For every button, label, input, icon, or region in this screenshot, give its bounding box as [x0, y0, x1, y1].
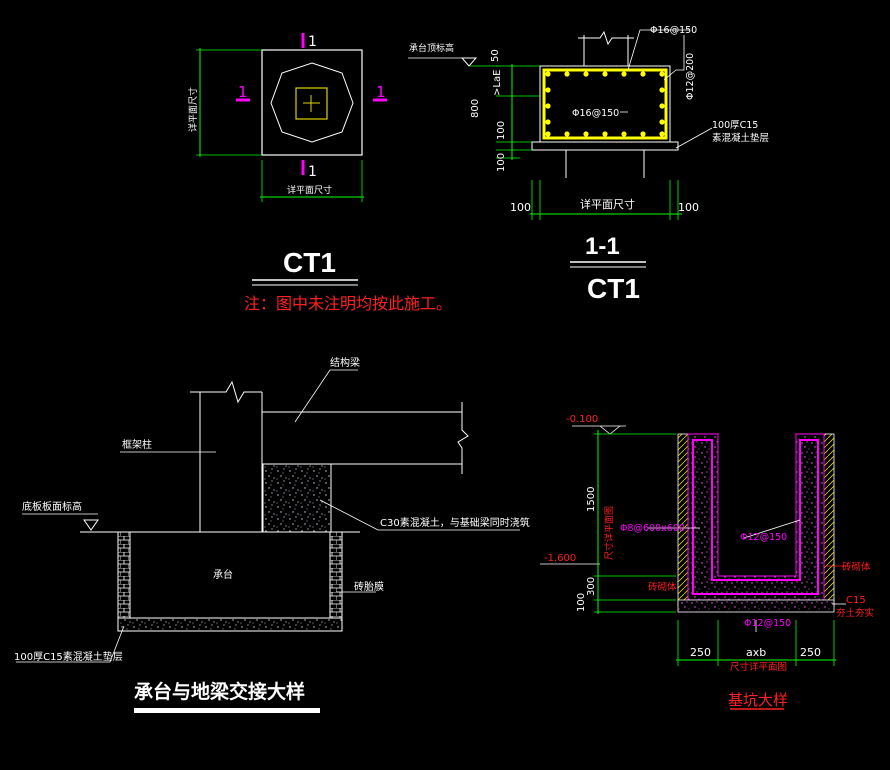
pit-dim-plan-h: 尺寸详平面图: [730, 661, 787, 673]
section-dim-right: 100: [678, 201, 699, 214]
brick-mould-label: 砖胎膜: [354, 580, 384, 593]
plan-dim-vertical: 详平面尺寸: [187, 87, 199, 132]
pit-dim-300: 300: [586, 577, 597, 596]
rebar-dot: [545, 87, 551, 93]
rebar-top-label: Φ16@150: [650, 25, 697, 36]
plan-dim-horizontal: 详平面尺寸: [287, 184, 332, 196]
section-dim-100b: 100: [496, 153, 507, 172]
pit-rebar-bottom: Φ12@150: [744, 618, 791, 629]
section-mark-left: 1: [238, 83, 248, 101]
rebar-dot: [659, 131, 665, 137]
pit-dim-1500: 1500: [586, 487, 597, 512]
section-dim-left: 100: [510, 201, 531, 214]
ct1-plan: [196, 33, 387, 202]
pit-level-top: -0.100: [566, 414, 598, 425]
section-ct1-title: CT1: [587, 273, 640, 304]
concrete-note: C30素混凝土，与基础梁同时浇筑: [380, 516, 530, 529]
ct1-title: CT1: [283, 247, 336, 278]
general-note: 注：图中未注明均按此施工。: [244, 294, 452, 313]
pit-brick-right: 砖砌体: [842, 561, 871, 573]
titles: [252, 261, 646, 286]
pit-detail-title: 基坑大样: [728, 691, 788, 709]
joint-detail: [16, 369, 520, 713]
cushion-label: 100厚C15素混凝土垫层: [14, 650, 123, 663]
slab-level-label: 底板板面标高: [22, 500, 82, 513]
section-mark-bottom: 1: [308, 164, 317, 180]
cap-label: 承台: [213, 568, 233, 581]
section-mark-right: 1: [376, 83, 386, 101]
rebar-dot: [564, 131, 570, 137]
pit-rebar-wall: Φ12@150: [740, 532, 787, 543]
rebar-dot: [659, 87, 665, 93]
rebar-dot: [545, 119, 551, 125]
pit-compact: 夯土夯实: [836, 607, 874, 619]
pit-dim-100: 100: [576, 593, 587, 612]
rebar-dot: [640, 71, 646, 77]
rebar-dot: [583, 131, 589, 137]
rebar-dot: [564, 71, 570, 77]
section-dim-mid: 详平面尺寸: [580, 197, 635, 211]
rebar-dot: [621, 71, 627, 77]
section-dim-100a: 100: [496, 121, 507, 140]
pit-dim-axb: axb: [746, 646, 766, 659]
rebar-dot: [659, 103, 665, 109]
rebar-bottom-label: Φ16@150: [572, 108, 619, 119]
rebar-dot: [659, 119, 665, 125]
pit-dim-250-right: 250: [800, 646, 821, 659]
section-dim-lae: >LaE: [492, 70, 503, 96]
section-top-level: 承台顶标高: [409, 42, 454, 54]
rebar-dot: [545, 131, 551, 137]
rebar-dot: [545, 71, 551, 77]
pit-rebar-mesh: Φ8@600x600: [620, 523, 685, 534]
joint-detail-title: 承台与地梁交接大样: [134, 680, 305, 703]
ct1-section: [408, 29, 713, 220]
section-mark-top: 1: [308, 34, 317, 50]
rebar-dot: [621, 131, 627, 137]
rebar-dot: [659, 71, 665, 77]
pit-brick-left: 砖砌体: [648, 581, 677, 593]
column-label: 框架柱: [122, 438, 152, 451]
section-dim-50: 50: [490, 49, 501, 62]
beam-label: 结构梁: [330, 356, 360, 369]
pit-dim-250-left: 250: [690, 646, 711, 659]
rebar-dot: [640, 131, 646, 137]
pit-detail: [540, 425, 846, 710]
rebar-dot: [545, 103, 551, 109]
rebar-side-label: Φ12@200: [685, 53, 696, 100]
section-dim-800: 800: [470, 99, 481, 118]
rebar-dot: [583, 71, 589, 77]
pit-c15: C15: [846, 595, 866, 606]
cushion-label-2: 素混凝土垫层: [712, 132, 769, 144]
rebar-dot: [602, 71, 608, 77]
rebar-dot: [602, 131, 608, 137]
cushion-label-1: 100厚C15: [712, 120, 758, 131]
pit-level-bottom: -1.600: [544, 553, 576, 564]
pit-dim-plan-v: 尺寸详平面图: [603, 506, 615, 560]
rebar-dots: [545, 71, 665, 137]
section-number: 1-1: [585, 233, 620, 260]
